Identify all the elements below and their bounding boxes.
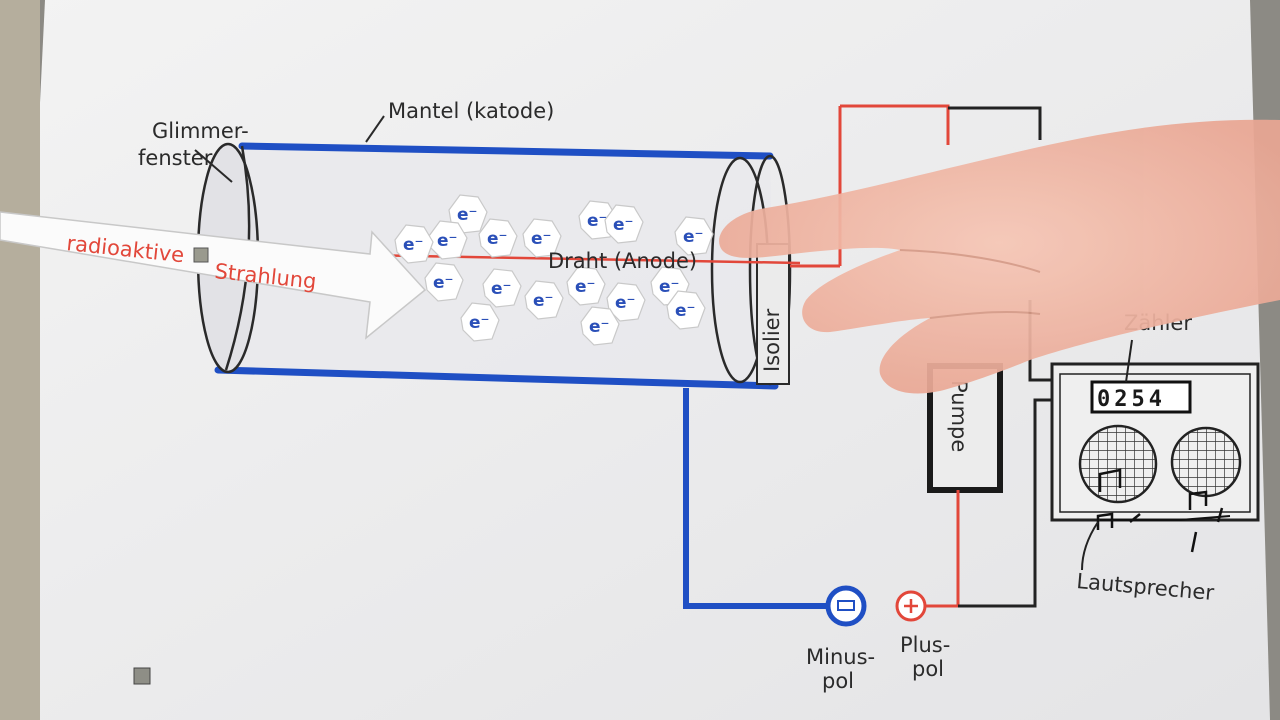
electron-sticker: e⁻ [580, 306, 620, 346]
electron-sticker: e⁻ [606, 282, 646, 322]
electron-label: e⁻ [533, 291, 554, 311]
cathode-bottom-wall [214, 366, 779, 390]
counter-value: 0254 [1097, 387, 1166, 412]
electron-sticker-paper [424, 262, 464, 302]
electron-label: e⁻ [437, 231, 458, 251]
anode-wire [359, 253, 801, 265]
electron-sticker-paper [394, 224, 434, 264]
insulator-block [756, 243, 790, 385]
electron-sticker-paper [482, 268, 522, 308]
pump-label: Pumpe [947, 380, 971, 452]
counter-device: 0254 Zähler Lautsprecher [1050, 311, 1260, 605]
electron-sticker-paper [604, 204, 644, 244]
electron-sticker-paper [478, 218, 518, 258]
electron-label: e⁻ [491, 279, 512, 299]
electron-sticker: e⁻ [394, 224, 434, 264]
electron-sticker-paper [566, 266, 606, 306]
electron-sticker-paper [428, 220, 468, 260]
electron-label: e⁻ [469, 313, 490, 333]
plus-pole-label-2: pol [912, 657, 944, 681]
pointing-hand [719, 119, 1280, 394]
minus-pole-label-1: Minus- [806, 645, 875, 669]
electron-group: e⁻e⁻e⁻e⁻e⁻e⁻e⁻e⁻e⁻e⁻e⁻e⁻e⁻e⁻e⁻e⁻e⁻ [394, 194, 714, 346]
electron-sticker-paper [580, 306, 620, 346]
electron-label: e⁻ [615, 293, 636, 313]
electron-sticker-paper [524, 280, 564, 320]
electron-sticker: e⁻ [524, 280, 564, 320]
electron-label: e⁻ [575, 277, 596, 297]
electron-sticker: e⁻ [566, 266, 606, 306]
mica-window-pointer [194, 149, 233, 183]
electron-sticker: e⁻ [428, 220, 468, 260]
left-cloth [0, 0, 40, 720]
electron-sticker: e⁻ [522, 218, 562, 258]
mantle-label: Mantel (katode) [388, 99, 554, 123]
electron-label: e⁻ [589, 317, 610, 337]
plus-pole-label-1: Plus- [900, 633, 950, 657]
electron-sticker: e⁻ [424, 262, 464, 302]
mica-window-label-1: Glimmer- [152, 119, 249, 143]
electron-label: e⁻ [675, 301, 696, 321]
electron-sticker: e⁻ [478, 218, 518, 258]
minus-pole-label-2: pol [822, 669, 854, 693]
electron-label: e⁻ [613, 215, 634, 235]
counter-display [1090, 380, 1192, 414]
pin-magnet [133, 667, 151, 685]
mica-window-label-2: fenster [138, 146, 213, 170]
speaker-left [1078, 424, 1158, 504]
electron-label: e⁻ [403, 235, 424, 255]
mantle-pointer [365, 115, 385, 143]
electron-sticker-paper [522, 218, 562, 258]
electron-label: e⁻ [433, 273, 454, 293]
electron-sticker-paper [666, 290, 706, 330]
electron-label: e⁻ [531, 229, 552, 249]
electron-label: e⁻ [457, 205, 478, 225]
electron-label: e⁻ [683, 227, 704, 247]
electron-label: e⁻ [659, 277, 680, 297]
speaker-right [1170, 426, 1242, 498]
electron-sticker: e⁻ [604, 204, 644, 244]
electron-sticker: e⁻ [674, 216, 714, 256]
electron-sticker: e⁻ [666, 290, 706, 330]
wire-label: Draht (Anode) [548, 249, 697, 273]
electron-label: e⁻ [487, 229, 508, 249]
electron-sticker-paper [460, 302, 500, 342]
radiation-source [193, 247, 209, 263]
electron-sticker: e⁻ [460, 302, 500, 342]
electron-sticker-paper [674, 216, 714, 256]
cathode-top-wall [238, 142, 774, 160]
insulator-label: Isolier [760, 308, 784, 372]
electron-label: e⁻ [587, 211, 608, 231]
electron-sticker: e⁻ [482, 268, 522, 308]
